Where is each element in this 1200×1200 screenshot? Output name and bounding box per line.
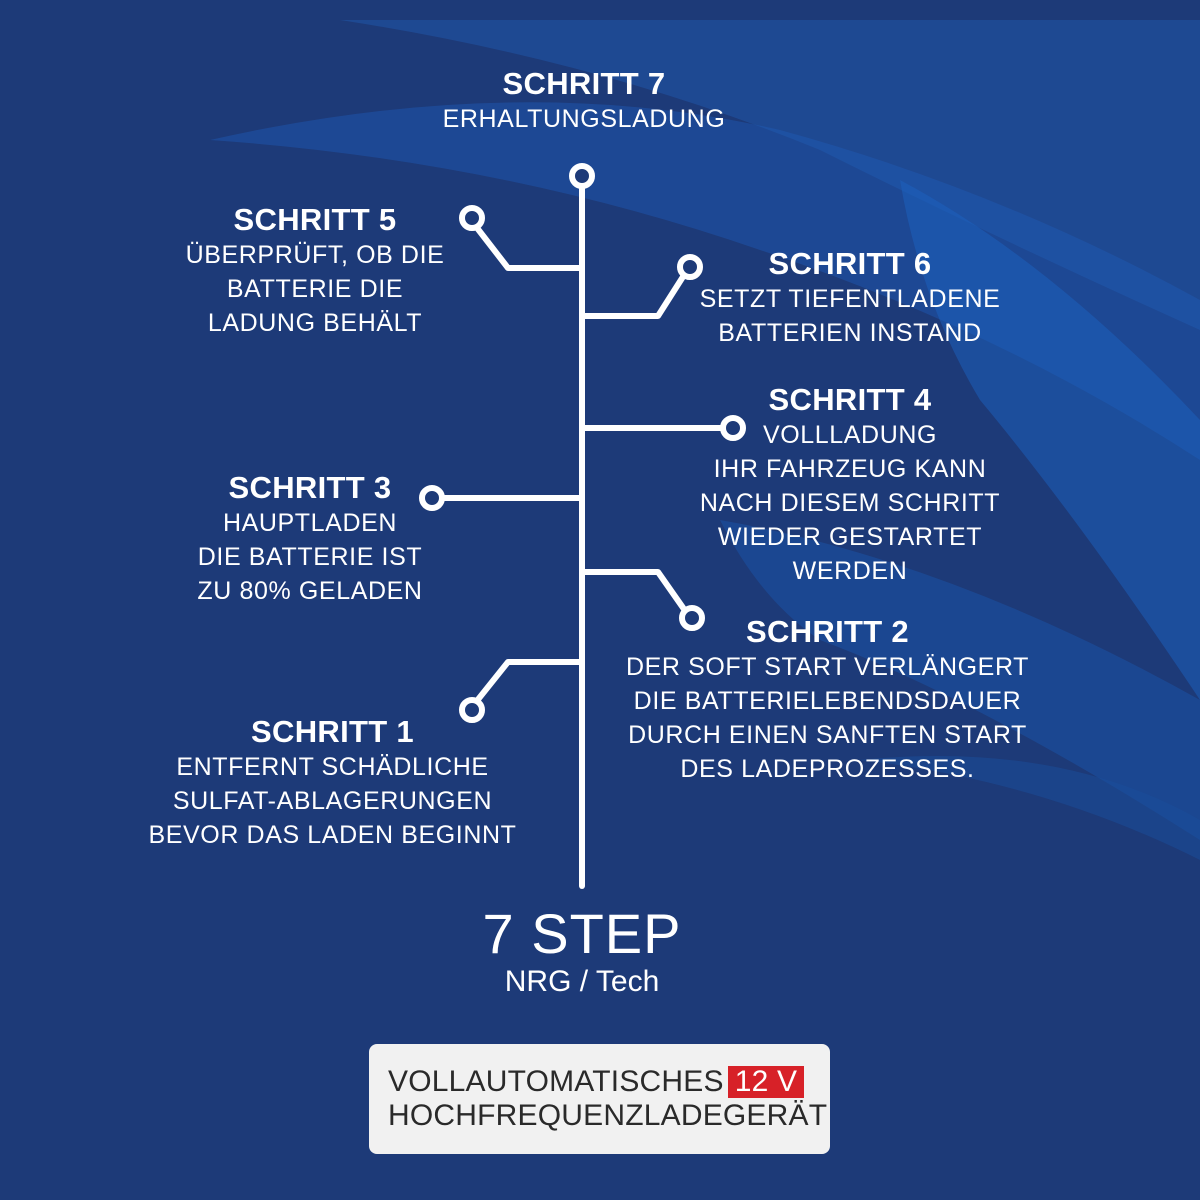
step-2-label: SCHRITT 2 DER SOFT START VERLÄNGERT DIE … bbox=[610, 614, 1045, 786]
step-description-line: VOLLLADUNG bbox=[762, 421, 938, 449]
step-description-line: DURCH EINEN SANFTEN START bbox=[628, 721, 1027, 749]
node-step1 bbox=[459, 697, 485, 723]
voltage-badge: 12 V bbox=[727, 1066, 805, 1098]
step-description-line: ENTFERNT SCHÄDLICHE bbox=[176, 753, 489, 781]
branch-step6 bbox=[579, 269, 689, 319]
step-title: SCHRITT 2 bbox=[746, 614, 909, 649]
step-6-label: SCHRITT 6 SETZT TIEFENTLADENE BATTERIEN … bbox=[680, 246, 1020, 350]
node-step3 bbox=[419, 485, 445, 511]
wave-shape bbox=[210, 102, 1200, 461]
product-line-2: HOCHFREQUENZLADEGERÄT bbox=[388, 1099, 828, 1132]
step-description-line: DIE BATTERIELEBENDSDAUER bbox=[633, 687, 1022, 715]
wave-shape bbox=[340, 20, 1200, 330]
step-title: SCHRITT 7 bbox=[502, 66, 666, 101]
node-step6 bbox=[677, 254, 703, 280]
step-1-label: SCHRITT 1 ENTFERNT SCHÄDLICHE SULFAT-ABL… bbox=[130, 714, 535, 852]
node-step4 bbox=[720, 415, 746, 441]
node-step2 bbox=[679, 605, 705, 631]
wave-shape bbox=[860, 756, 1200, 860]
step-description-line: ÜBERPRÜFT, OB DIE bbox=[185, 241, 445, 269]
step-description-line: LADUNG BEHÄLT bbox=[207, 309, 423, 337]
step-7-label: SCHRITT 7 ERHALTUNGSLADUNG bbox=[384, 66, 784, 136]
step-description-line: HAUPTLADEN bbox=[222, 509, 398, 537]
branch-step2 bbox=[579, 569, 689, 615]
step-description-line: BEVOR DAS LADEN BEGINNT bbox=[148, 821, 517, 849]
step-description-line: ZU 80% GELADEN bbox=[197, 577, 423, 605]
step-title: SCHRITT 3 bbox=[228, 470, 392, 505]
node-step7 bbox=[569, 163, 595, 189]
step-title: SCHRITT 4 bbox=[768, 382, 932, 417]
wave-shape bbox=[720, 520, 1200, 840]
node-step5 bbox=[459, 205, 485, 231]
wave-shape bbox=[900, 180, 1200, 700]
step-title: SCHRITT 1 bbox=[251, 714, 414, 749]
step-description-line: DER SOFT START VERLÄNGERT bbox=[625, 653, 1030, 681]
step-5-label: SCHRITT 5 ÜBERPRÜFT, OB DIE BATTERIE DIE… bbox=[160, 202, 470, 340]
step-title: SCHRITT 6 bbox=[768, 246, 932, 281]
step-description-line: BATTERIE DIE bbox=[226, 275, 404, 303]
footer-title: 7 STEP bbox=[482, 902, 682, 965]
step-description-line: DIE BATTERIE IST bbox=[197, 543, 423, 571]
step-description-line: BATTERIEN INSTAND bbox=[718, 319, 982, 347]
step-description-line: SULFAT-ABLAGERUNGEN bbox=[172, 787, 493, 815]
step-description-line: WIEDER GESTARTET bbox=[717, 523, 983, 551]
step-description-line: DES LADEPROZESSES. bbox=[680, 755, 975, 783]
branch-step5 bbox=[471, 221, 585, 271]
branch-step1 bbox=[473, 659, 585, 705]
step-description-line: WERDEN bbox=[792, 557, 908, 585]
step-4-label: SCHRITT 4 VOLLLADUNG IHR FAHRZEUG KANN N… bbox=[665, 382, 1035, 588]
step-description-line: NACH DIESEM SCHRITT bbox=[699, 489, 1001, 517]
step-description-line: SETZT TIEFENTLADENE bbox=[699, 285, 1001, 313]
product-type-text: VOLLAUTOMATISCHES bbox=[388, 1065, 724, 1098]
step-title: SCHRITT 5 bbox=[233, 202, 397, 237]
step-description-line: IHR FAHRZEUG KANN bbox=[713, 455, 987, 483]
step-3-label: SCHRITT 3 HAUPTLADEN DIE BATTERIE IST ZU… bbox=[170, 470, 450, 608]
footer-subtitle: NRG / Tech bbox=[504, 965, 660, 998]
step-description-line: ERHALTUNGSLADUNG bbox=[442, 105, 726, 133]
